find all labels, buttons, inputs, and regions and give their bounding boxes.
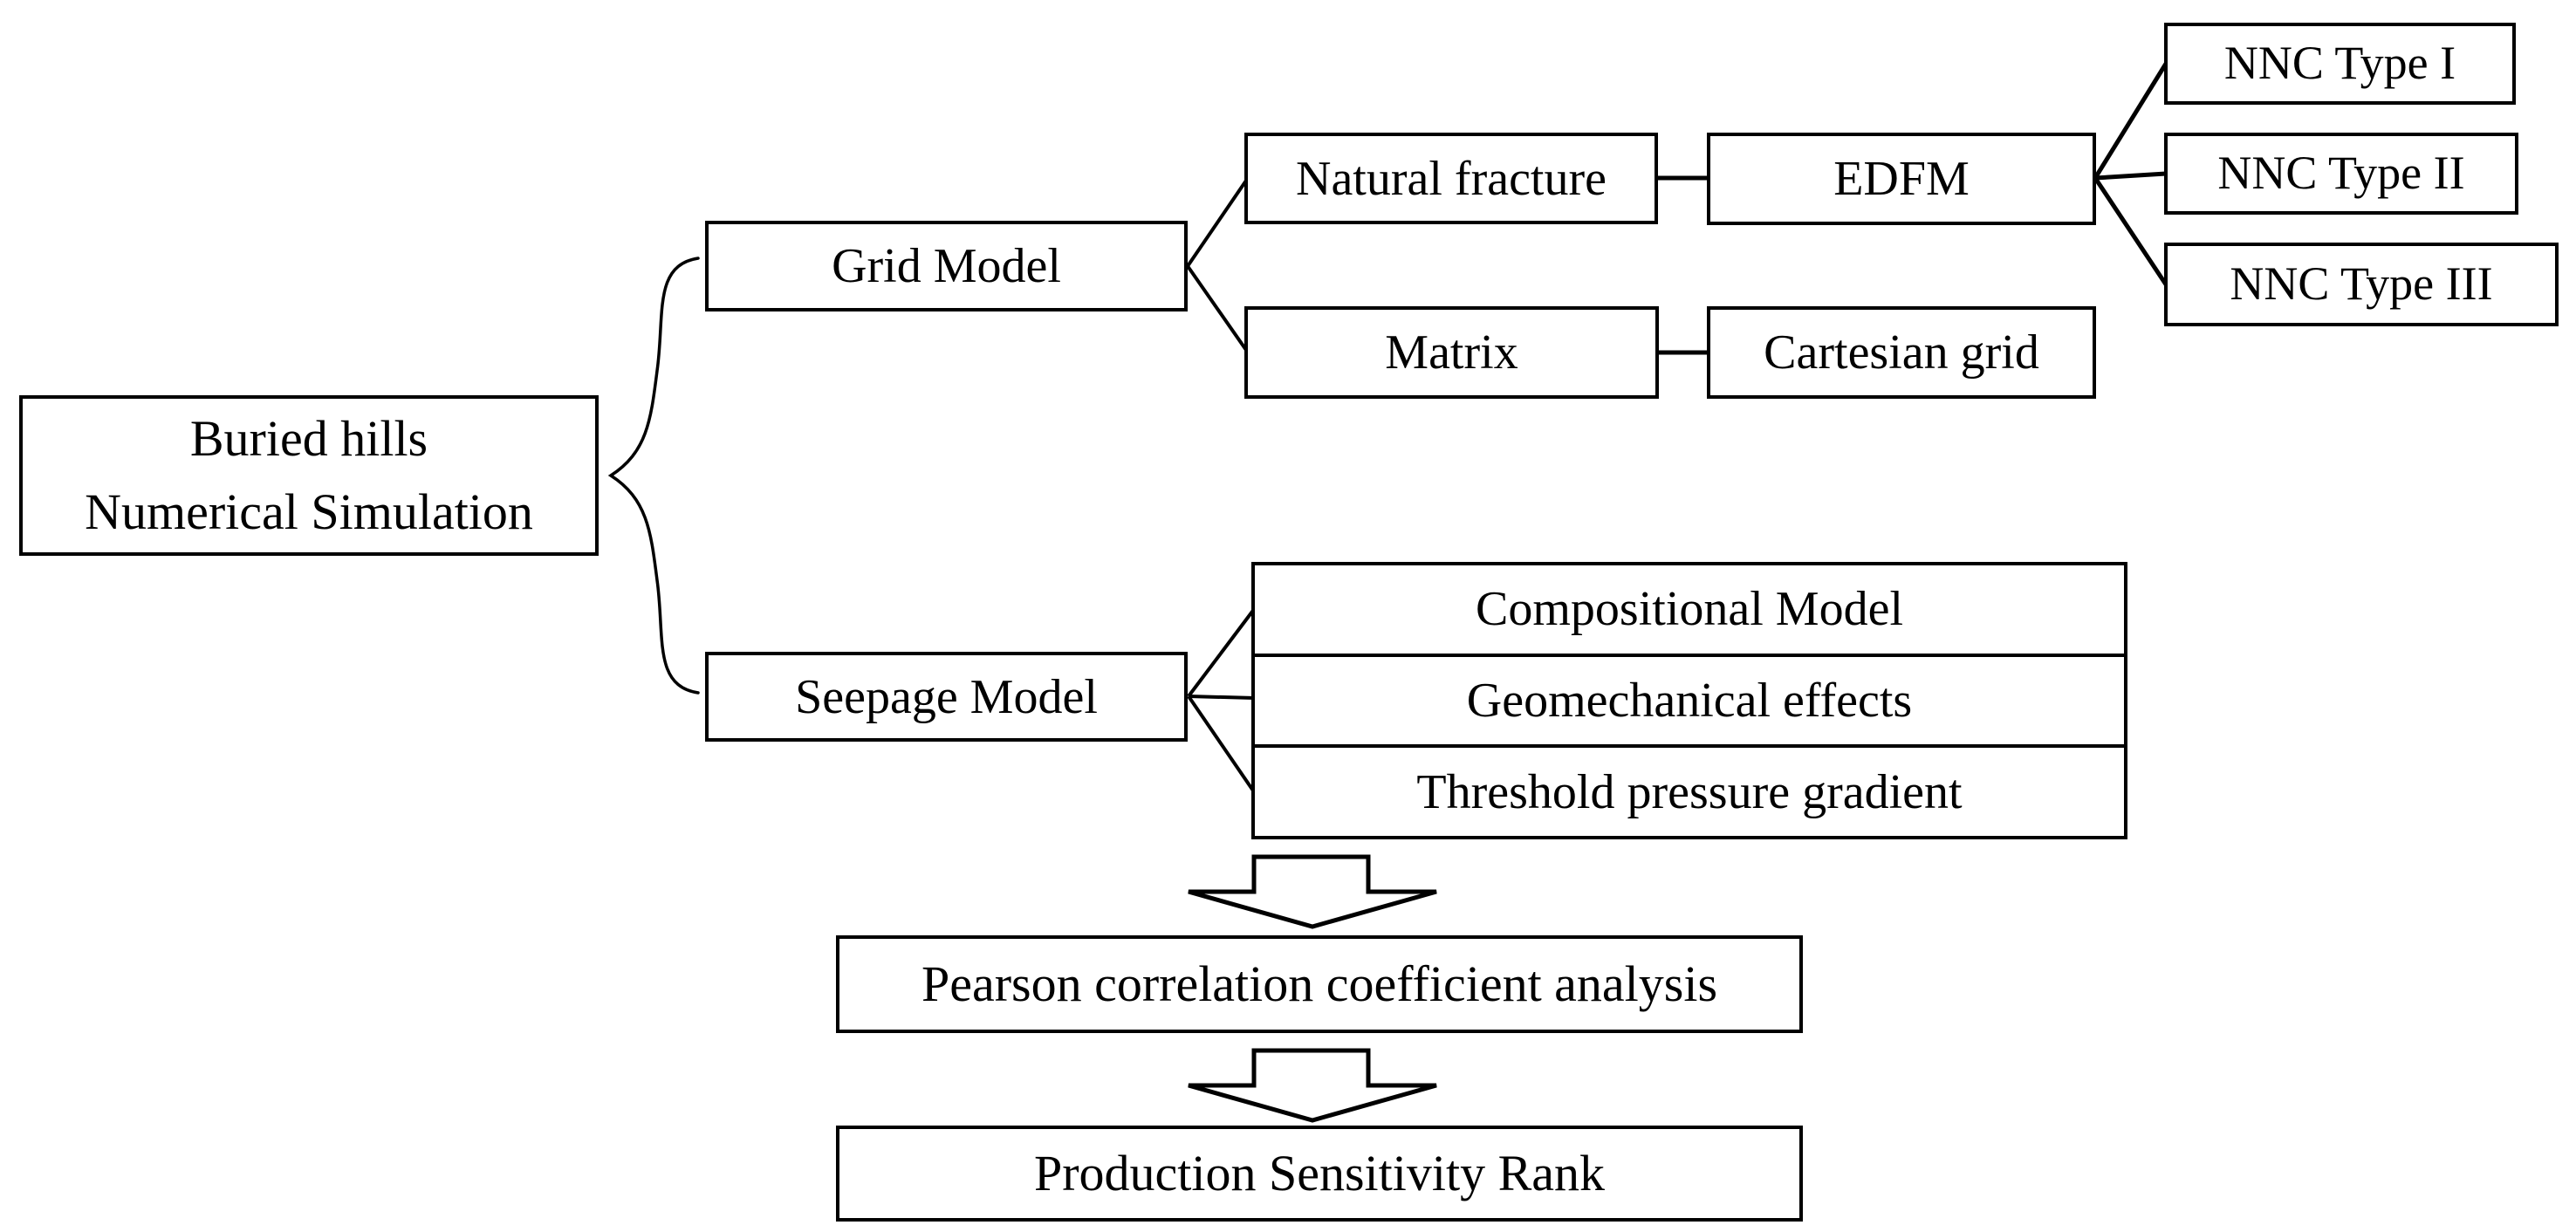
connector-grid-to-natural-fracture [1186,176,1250,268]
connector-seepage-to-compositional [1187,606,1257,698]
block-down-arrow-1 [1188,854,1437,929]
node-nnc-type-3: NNC Type III [2164,243,2559,326]
node-grid-model: Grid Model [705,221,1188,311]
node-nnc-type-1: NNC Type I [2164,23,2516,105]
brace-connector [607,257,700,695]
node-nnc-type-2: NNC Type II [2164,133,2518,215]
seepage-components-stack: Compositional Model Geomechanical effect… [1251,562,2127,839]
stack-row-geomechanical-effects: Geomechanical effects [1255,653,2124,745]
connector-edfm-to-nnc-3 [2093,176,2168,286]
node-buried-hills-numerical-simulation: Buried hills Numerical Simulation [19,395,599,556]
block-down-arrow-2 [1188,1048,1437,1123]
node-production-sensitivity-rank: Production Sensitivity Rank [836,1126,1803,1222]
stack-row-threshold-pressure-gradient: Threshold pressure gradient [1255,744,2124,836]
node-pearson-correlation-analysis: Pearson correlation coefficient analysis [836,935,1803,1033]
node-matrix: Matrix [1244,306,1659,399]
connector-edfm-to-nnc-1 [2093,62,2168,180]
connector-seepage-to-geomechanical [1188,695,1256,700]
connector-seepage-to-threshold [1187,695,1257,795]
node-natural-fracture: Natural fracture [1244,133,1658,224]
connector-grid-to-matrix [1186,264,1250,354]
node-cartesian-grid: Cartesian grid [1707,306,2096,399]
node-edfm: EDFM [1707,133,2096,225]
stack-row-compositional-model: Compositional Model [1476,582,1903,637]
node-seepage-model: Seepage Model [705,652,1188,742]
connector-edfm-to-nnc-2 [2094,171,2167,181]
